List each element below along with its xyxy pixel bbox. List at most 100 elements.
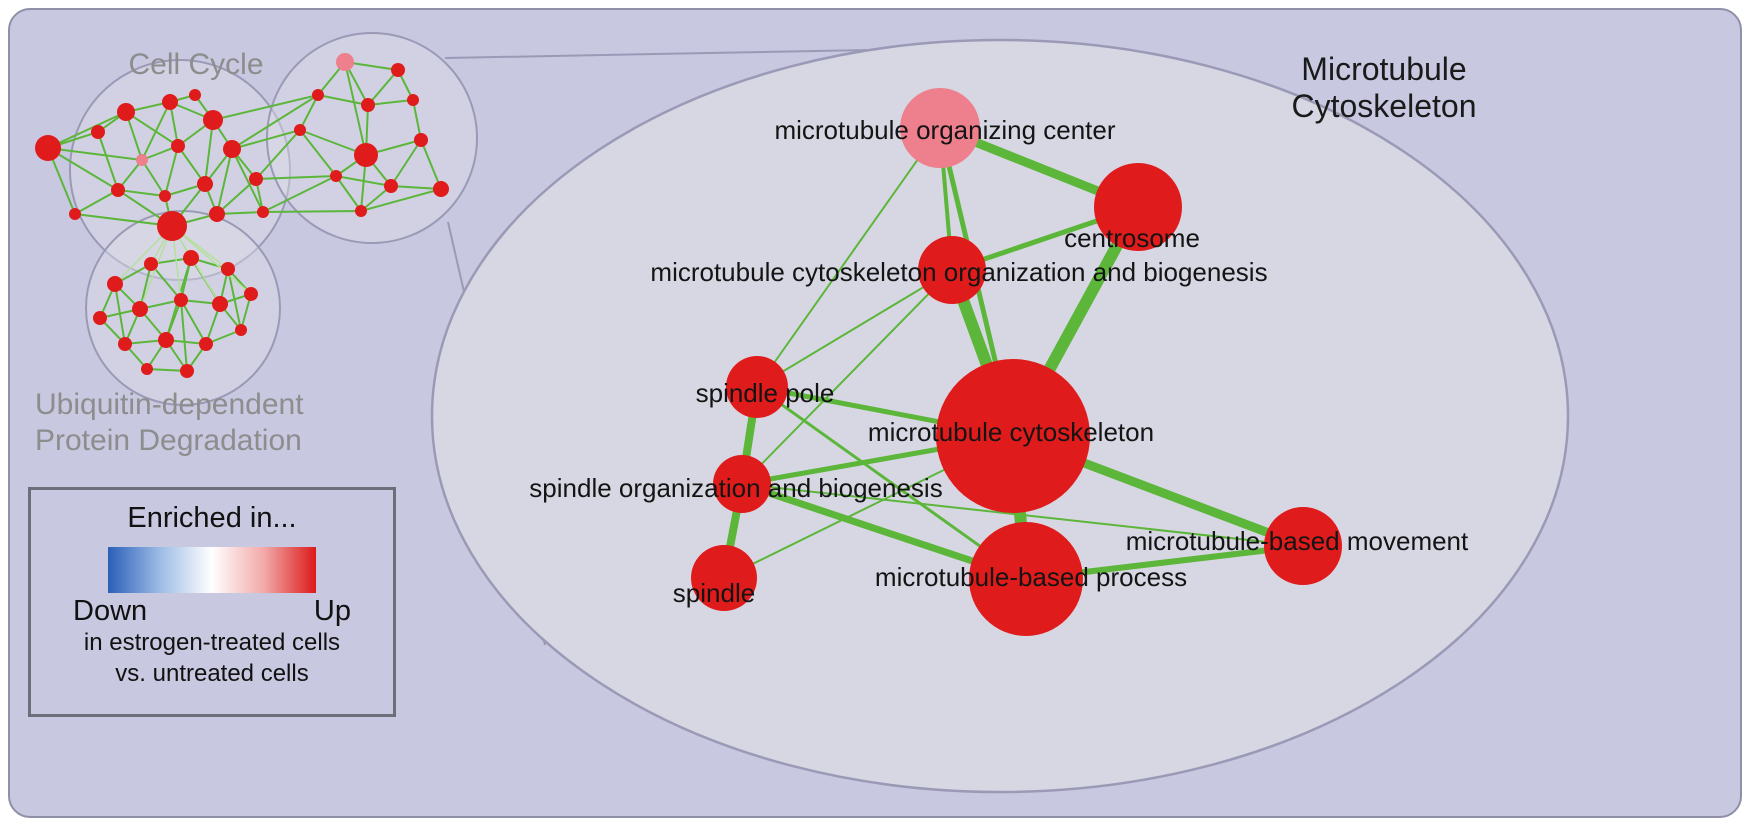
overview-edge: [335, 175, 392, 187]
overview-edge: [367, 99, 414, 106]
overview-node: [174, 293, 188, 307]
overview-node: [384, 179, 398, 193]
overview-edge: [299, 129, 337, 177]
overview-node: [244, 287, 258, 301]
overview-node: [257, 206, 269, 218]
legend-note-line1: in estrogen-treated cells: [83, 629, 341, 656]
overview-edge: [141, 159, 166, 197]
overview-node: [69, 208, 81, 220]
overview-edge: [164, 145, 179, 197]
node-label-centrosome: centrosome: [1064, 223, 1200, 253]
node-label-spindle-organization-and-biogenesis: spindle organization and biogenesis: [529, 473, 942, 503]
overview-edge: [299, 94, 319, 131]
overview-node: [111, 183, 125, 197]
overview-node: [144, 257, 158, 271]
overview-node: [117, 103, 135, 121]
overview-edge: [125, 111, 179, 147]
overview-node: [35, 135, 61, 161]
overview-edge: [255, 175, 337, 180]
overview-edge: [255, 129, 301, 180]
overview-edge: [262, 175, 337, 213]
overview-edge: [47, 147, 143, 161]
overview-node: [414, 133, 428, 147]
overview-edge: [390, 139, 422, 187]
cluster-label-ubiquitin-line1: Ubiquitin-dependent: [35, 388, 304, 421]
overview-edge: [117, 189, 166, 197]
overview-node: [199, 337, 213, 351]
overview-node: [209, 206, 225, 222]
overview-edge: [227, 268, 242, 331]
overview-node: [136, 154, 148, 166]
overview-node: [294, 124, 306, 136]
overview-node: [118, 337, 132, 351]
overview-edge: [171, 225, 221, 305]
node-label-spindle: spindle: [673, 578, 755, 608]
node-microtubule-based-process: [969, 522, 1083, 636]
legend-down-label: Down: [73, 595, 148, 627]
node-label-spindle-pole: spindle pole: [696, 378, 835, 408]
node-label-microtubule-cytoskeleton-organization-and-biogenesis: microtubule cytoskeleton organization an…: [650, 257, 1267, 287]
overview-node: [249, 172, 263, 186]
overview-node: [433, 181, 449, 197]
overview-node: [330, 170, 342, 182]
overview-edge: [114, 283, 126, 345]
overview-node: [132, 301, 148, 317]
overview-edge: [97, 131, 119, 191]
overview-edge: [335, 175, 362, 212]
overview-node: [159, 190, 171, 202]
legend-scale-labels: Down Up: [73, 595, 351, 628]
overview-node: [162, 94, 178, 110]
legend-title: Enriched in...: [127, 502, 297, 534]
overview-edge: [216, 148, 233, 215]
overview-edge: [180, 299, 188, 372]
edge-microtubule-cytoskeleton-organization-and-biogenesis--spindle-pole: [756, 269, 953, 388]
overview-edge: [231, 94, 319, 150]
legend-up-label: Up: [313, 595, 351, 627]
node-label-microtubule-organizing-center: microtubule organizing center: [774, 115, 1115, 145]
detail-title-line1: Microtubule: [1301, 51, 1466, 87]
cluster-circle-microtubule-cytoskeleton: [266, 32, 478, 244]
overview-edge: [317, 94, 369, 106]
overview-node: [223, 140, 241, 158]
overview-edge: [47, 147, 119, 191]
overview-node: [157, 211, 187, 241]
legend-box: Enriched in... Down Up in estrogen-treat…: [28, 487, 396, 717]
overview-edge: [420, 139, 442, 190]
overview-node: [189, 89, 201, 101]
overview-edge: [360, 188, 442, 212]
cluster-label-cell-cycle: Cell Cycle: [128, 48, 263, 81]
overview-node: [91, 125, 105, 139]
overview-edge: [180, 299, 207, 345]
enrichment-gradient-bar: [108, 547, 316, 593]
edge-microtubule-organizing-center--spindle-pole: [756, 127, 941, 388]
overview-node: [203, 110, 223, 130]
node-microtubule-cytoskeleton: [936, 359, 1090, 513]
cluster-label-ubiquitin-line2: Protein Degradation: [35, 424, 302, 457]
overview-node: [221, 262, 235, 276]
node-spindle-organization-and-biogenesis: [713, 455, 771, 513]
overview-edge: [74, 189, 119, 215]
overview-node: [361, 98, 375, 112]
node-label-microtubule-based-movement: microtubule-based movement: [1126, 526, 1469, 556]
legend-note-line2: vs. untreated cells: [115, 659, 309, 687]
node-label-microtubule-cytoskeleton: microtubule cytoskeleton: [868, 417, 1154, 447]
overview-edge: [74, 213, 173, 227]
overview-node: [354, 143, 378, 167]
overview-node: [107, 276, 123, 292]
node-spindle: [691, 545, 757, 611]
node-microtubule-cytoskeleton-organization-and-biogenesis: [918, 236, 986, 304]
overview-node: [197, 176, 213, 192]
overview-node: [171, 139, 185, 153]
overview-edge: [212, 94, 319, 121]
overview-edge: [367, 69, 399, 106]
overview-node: [391, 63, 405, 77]
overview-node: [183, 250, 199, 266]
node-microtubule-based-movement: [1264, 507, 1342, 585]
overview-edge: [344, 61, 367, 156]
node-label-microtubule-based-process: microtubule-based process: [875, 562, 1187, 592]
overview-node: [158, 332, 174, 348]
overview-node: [141, 363, 153, 375]
overview-node: [312, 89, 324, 101]
